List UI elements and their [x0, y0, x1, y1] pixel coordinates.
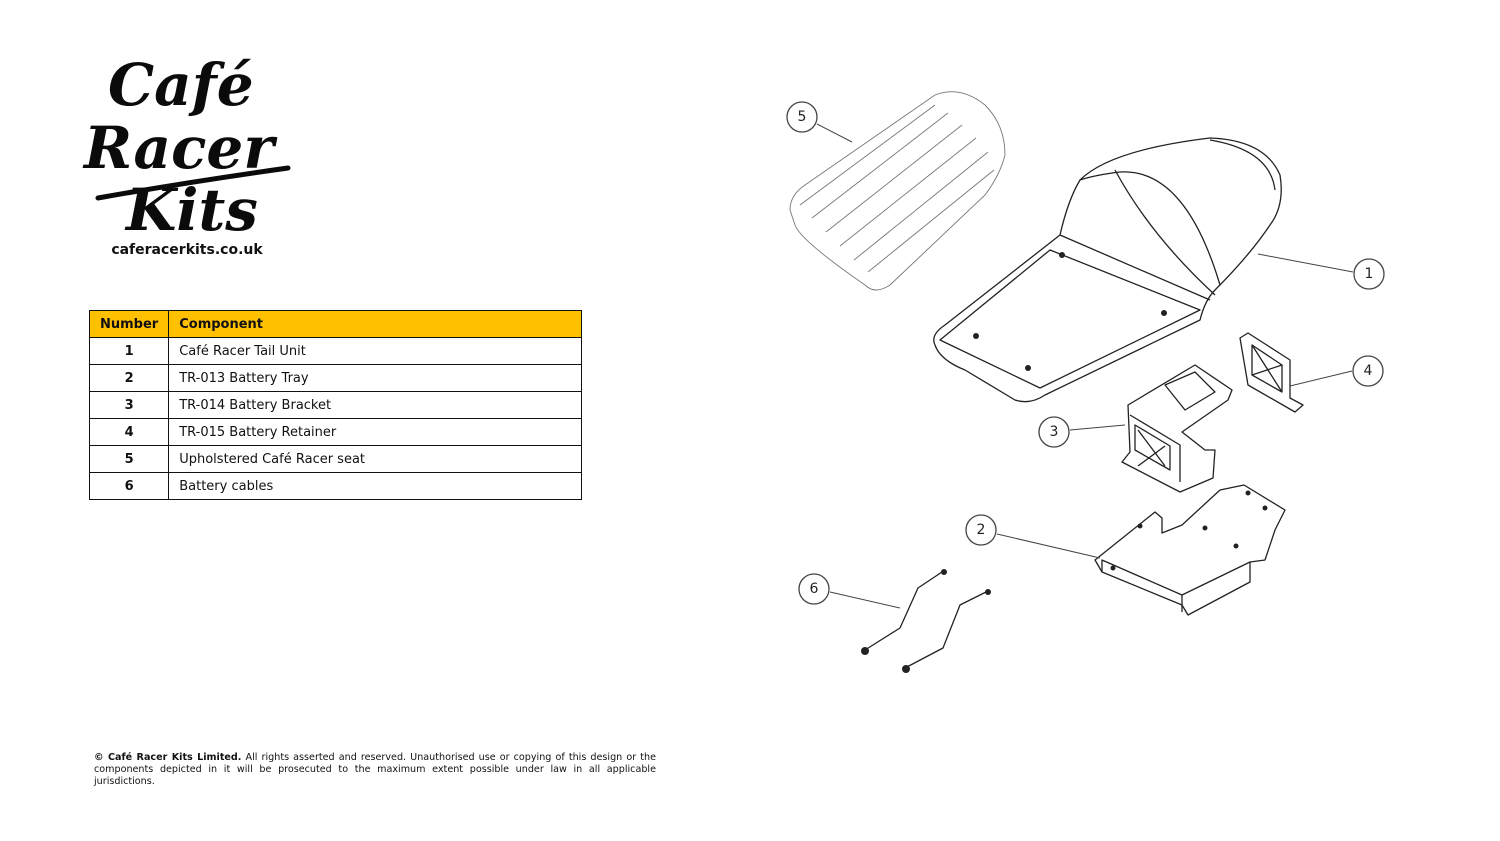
- copyright-footer: © Café Racer Kits Limited. All rights as…: [94, 752, 656, 788]
- row-number: 1: [88, 337, 170, 365]
- header-component: Component: [168, 310, 582, 338]
- callout-3: 3: [1038, 416, 1070, 448]
- leader-2: [996, 533, 1101, 559]
- row-number: 5: [88, 445, 170, 473]
- callout-label: 3: [1050, 424, 1059, 440]
- leader-3: [1069, 424, 1126, 431]
- copyright-notice: All rights asserted and reserved. Unauth…: [94, 752, 657, 787]
- callout-label: 5: [798, 109, 807, 125]
- table-row: 6 Battery cables: [88, 472, 582, 500]
- leader-4: [1289, 370, 1353, 387]
- callout-label: 1: [1365, 266, 1374, 282]
- callout-5: 5: [786, 101, 818, 133]
- part-battery-retainer: [1239, 332, 1304, 413]
- header-number: Number: [88, 310, 170, 338]
- callout-label: 2: [977, 522, 986, 538]
- row-component: TR-014 Battery Bracket: [168, 391, 582, 419]
- table-row: 3 TR-014 Battery Bracket: [88, 391, 582, 419]
- table-row: 1 Café Racer Tail Unit: [88, 337, 582, 365]
- row-number: 2: [88, 364, 170, 392]
- callout-4: 4: [1352, 355, 1384, 387]
- table-header-row: Number Component: [88, 310, 582, 338]
- logo-line-racer: Racer: [82, 114, 278, 182]
- callout-2: 2: [965, 514, 997, 546]
- part-upholstered-seat: [789, 91, 1006, 291]
- website-url: caferacerkits.co.uk: [111, 242, 263, 258]
- leader-1: [1257, 253, 1354, 273]
- brand-logo: Café Racer Kits: [78, 50, 300, 244]
- table-row: 5 Upholstered Café Racer seat: [88, 445, 582, 473]
- table-row: 4 TR-015 Battery Retainer: [88, 418, 582, 446]
- part-battery-tray: [1094, 484, 1286, 616]
- copyright-company: © Café Racer Kits Limited.: [94, 752, 242, 763]
- exploded-parts-diagram: 1 2 3 4 5 6: [760, 80, 1420, 690]
- row-component: Upholstered Café Racer seat: [168, 445, 582, 473]
- row-number: 3: [88, 391, 170, 419]
- table-row: 2 TR-013 Battery Tray: [88, 364, 582, 392]
- callout-6: 6: [798, 573, 830, 605]
- logo-swash: [95, 165, 291, 201]
- part-battery-bracket: [1121, 364, 1233, 493]
- logo-line-kits: Kits: [124, 176, 258, 240]
- row-component: TR-013 Battery Tray: [168, 364, 582, 392]
- leader-6: [829, 591, 901, 609]
- parts-table: Number Component 1 Café Racer Tail Unit …: [88, 310, 582, 500]
- row-component: Café Racer Tail Unit: [168, 337, 582, 365]
- leader-5: [816, 123, 853, 143]
- part-tail-unit: [933, 137, 1282, 403]
- logo-line-cafe: Café: [108, 51, 254, 119]
- row-number: 6: [88, 472, 170, 500]
- row-component: TR-015 Battery Retainer: [168, 418, 582, 446]
- row-component: Battery cables: [168, 472, 582, 500]
- part-battery-cables: [861, 569, 991, 673]
- callout-label: 4: [1364, 363, 1373, 379]
- callout-1: 1: [1353, 258, 1385, 290]
- callout-label: 6: [810, 581, 819, 597]
- row-number: 4: [88, 418, 170, 446]
